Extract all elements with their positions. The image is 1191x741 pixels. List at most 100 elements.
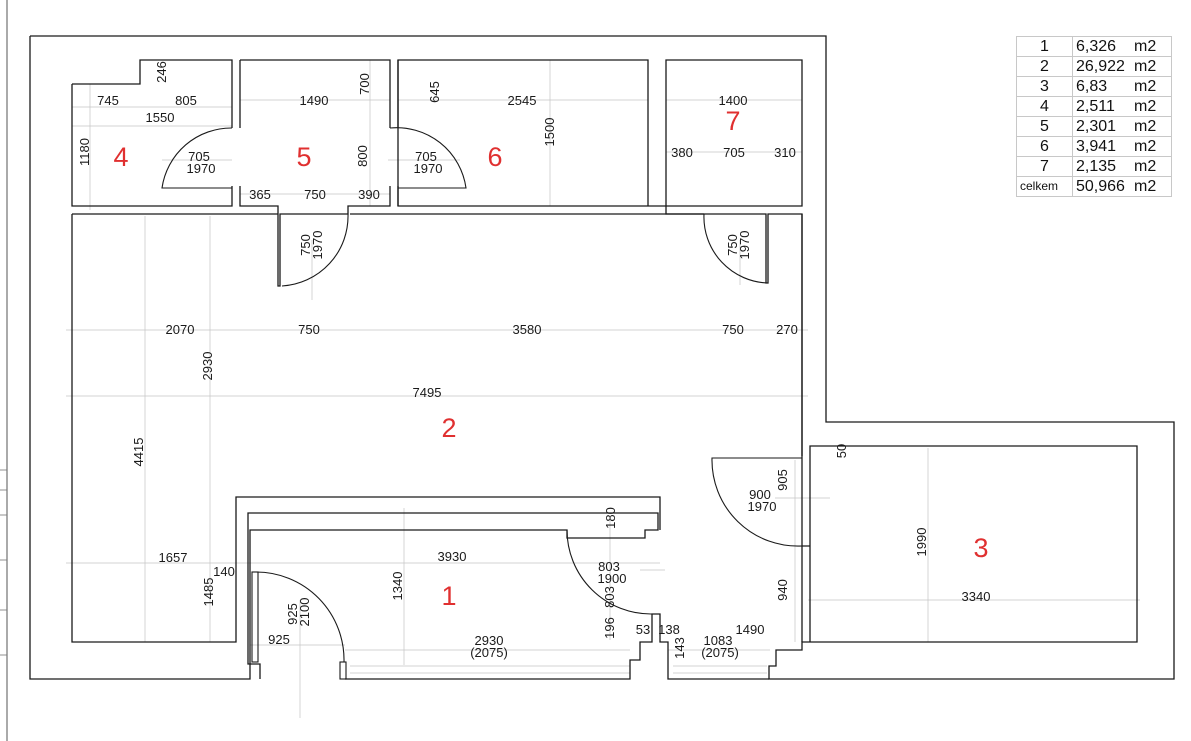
room-numbers: 1 2 3 4 5 6 7 — [113, 106, 988, 611]
dimension-label: 143 — [672, 637, 687, 659]
dimension-label: 53 — [636, 622, 650, 637]
area-cell: 2,511 m2 — [1072, 96, 1172, 117]
area-value: 2,301 — [1076, 118, 1117, 135]
room-cell: 2 — [1016, 56, 1073, 77]
dimension-label: 180 — [603, 507, 618, 529]
room-number: 5 — [296, 142, 311, 172]
dimension-label: 1970 — [737, 231, 752, 260]
dimension-label: 50 — [834, 444, 849, 458]
table-row: 5 2,301 m2 — [1016, 116, 1172, 137]
area-unit: m2 — [1134, 58, 1157, 75]
room-number: 3 — [973, 533, 988, 563]
dimension-label: 3930 — [438, 549, 467, 564]
area-cell: 26,922 m2 — [1072, 56, 1172, 77]
table-row: 6 3,941 m2 — [1016, 136, 1172, 157]
room-cell: 4 — [1016, 96, 1073, 117]
room-number: 6 — [487, 142, 502, 172]
dimension-label: 1970 — [187, 161, 216, 176]
dimension-label: 138 — [658, 622, 680, 637]
total-area-cell: 50,966 m2 — [1072, 176, 1172, 197]
dimension-label: 2930 — [200, 352, 215, 381]
dimension-labels: 246 745 805 1550 1180 1490 700 645 2545 … — [77, 61, 990, 660]
dimension-label: 705 — [723, 145, 745, 160]
dimension-label: (2075) — [701, 645, 739, 660]
room-number: 7 — [725, 106, 740, 136]
dimension-label: 1340 — [390, 572, 405, 601]
dimension-label: 4415 — [131, 438, 146, 467]
area-value: 2,511 — [1076, 98, 1115, 115]
area-unit: m2 — [1134, 38, 1157, 55]
room-number: 1 — [441, 581, 456, 611]
dimension-label: 925 — [285, 603, 300, 625]
dimension-lines — [66, 60, 1140, 718]
dimension-label: 750 — [304, 187, 326, 202]
dimension-label: 3340 — [962, 589, 991, 604]
room-cell: 3 — [1016, 76, 1073, 97]
dimension-label: 750 — [298, 234, 313, 256]
dimension-label: 705 — [415, 149, 437, 164]
dimension-label: 700 — [357, 73, 372, 95]
dimension-label: 1500 — [542, 118, 557, 147]
dimension-label: 750 — [725, 234, 740, 256]
table-row: 2 26,922 m2 — [1016, 56, 1172, 77]
table-row: 4 2,511 m2 — [1016, 96, 1172, 117]
area-unit: m2 — [1134, 98, 1157, 115]
room-cell: 7 — [1016, 156, 1073, 177]
area-value: 2,135 — [1076, 158, 1117, 175]
dimension-label: 1180 — [77, 138, 92, 166]
dimension-label: 246 — [154, 61, 169, 83]
dimension-label: 705 — [188, 149, 210, 164]
table-row: 3 6,83 m2 — [1016, 76, 1172, 97]
room-number: 2 — [441, 413, 456, 443]
dimension-label: 310 — [774, 145, 796, 160]
area-cell: 6,83 m2 — [1072, 76, 1172, 97]
area-unit: m2 — [1134, 118, 1157, 135]
dimension-label: 1550 — [146, 110, 175, 125]
dimension-label: 1657 — [159, 550, 188, 565]
dimension-label: 1900 — [598, 571, 627, 586]
dimension-label: 390 — [358, 187, 380, 202]
doors — [161, 127, 803, 680]
dimension-label: 925 — [268, 632, 290, 647]
dimension-label: 1970 — [414, 161, 443, 176]
total-area-value: 50,966 — [1076, 178, 1125, 195]
dimension-label: 805 — [175, 93, 197, 108]
dimension-label: 745 — [97, 93, 119, 108]
area-unit: m2 — [1134, 138, 1157, 155]
dimension-label: 1490 — [300, 93, 329, 108]
dimension-label: 900 — [749, 487, 771, 502]
total-area-unit: m2 — [1134, 178, 1157, 195]
area-value: 26,922 — [1076, 58, 1125, 75]
dimension-label: 800 — [355, 145, 370, 167]
dimension-label: 803 — [602, 586, 617, 608]
room-number: 4 — [113, 142, 128, 172]
dimension-label: 1970 — [310, 231, 325, 260]
dimension-label: 905 — [775, 469, 790, 491]
dimension-label: 380 — [671, 145, 693, 160]
dimension-label: 1990 — [914, 528, 929, 557]
room-cell: 1 — [1016, 36, 1073, 57]
dimension-label: 196 — [602, 617, 617, 639]
room-cell: 6 — [1016, 136, 1073, 157]
area-value: 6,83 — [1076, 78, 1108, 95]
dimension-label: 270 — [776, 322, 798, 337]
dimension-label: 750 — [722, 322, 744, 337]
dimension-label: 1490 — [736, 622, 765, 637]
dimension-label: 7495 — [413, 385, 442, 400]
dimension-label: 365 — [249, 187, 271, 202]
dimension-label: (2075) — [470, 645, 508, 660]
dimension-label: 803 — [598, 559, 620, 574]
room-cell: 5 — [1016, 116, 1073, 137]
dimension-label: 940 — [775, 579, 790, 601]
area-unit: m2 — [1134, 78, 1157, 95]
area-cell: 3,941 m2 — [1072, 136, 1172, 157]
area-cell: 2,301 m2 — [1072, 116, 1172, 137]
dimension-label: 2930 — [475, 633, 504, 648]
dimension-label: 2100 — [297, 598, 312, 627]
area-value: 3,941 — [1076, 138, 1117, 155]
